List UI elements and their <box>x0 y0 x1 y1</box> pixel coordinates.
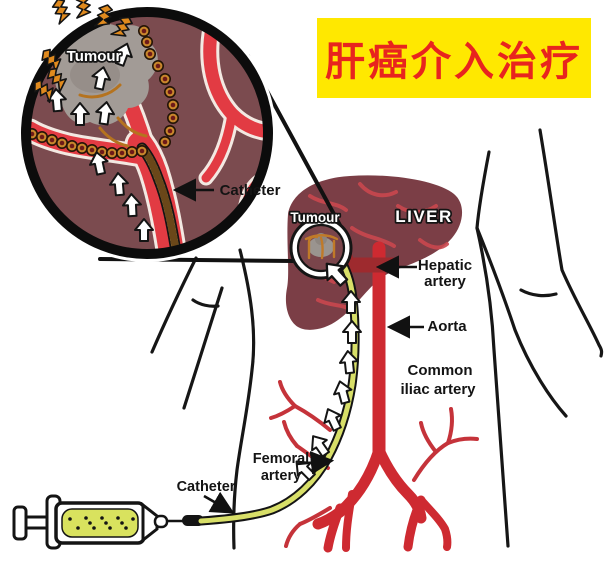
bead-icon <box>159 73 171 85</box>
bead-icon <box>144 47 156 61</box>
bead-icon <box>45 134 59 146</box>
femoral-artery-label-line2: artery <box>261 468 301 484</box>
bead-icon <box>152 59 164 72</box>
bead-icon <box>35 131 49 143</box>
common-iliac-label-line1: Common <box>408 362 473 379</box>
inset-tumour-label: Tumour <box>67 48 122 65</box>
bead-icon <box>136 145 148 157</box>
tumour-feeder-vessels <box>304 234 339 260</box>
femoral-artery-arrow <box>296 451 335 475</box>
bead-icon <box>116 147 128 159</box>
inset-catheter-label: Catheter <box>220 182 281 199</box>
bead-icon <box>55 137 68 149</box>
syringe-fluid <box>61 508 139 538</box>
common-iliac-label-line2: iliac artery <box>400 381 476 398</box>
tumour-marker-circle <box>289 216 353 280</box>
femoral-artery-label-line1: Femoral <box>253 451 309 467</box>
bead-icon <box>138 24 150 38</box>
syringe <box>12 494 204 550</box>
tumour-label: Tumour <box>290 210 340 225</box>
magnified-inset <box>18 0 276 262</box>
bead-icon <box>66 140 78 152</box>
bead-icon <box>106 147 118 159</box>
bead-icon <box>159 136 171 148</box>
catheter-label: Catheter <box>177 479 236 495</box>
liver-label: LIVER <box>395 207 453 226</box>
title-banner: 肝癌介入治疗 <box>317 18 591 98</box>
lightning-icon <box>74 0 93 20</box>
bead-icon <box>141 35 153 49</box>
aorta-label: Aorta <box>427 318 467 335</box>
fluid-dots <box>68 516 135 530</box>
bead-icon <box>164 86 176 98</box>
inset-catheter <box>136 142 183 251</box>
bead-icon <box>167 112 179 124</box>
label-arrows <box>172 178 424 514</box>
bead-icon <box>126 146 138 158</box>
bead-icon <box>164 125 176 137</box>
title-banner-text: 肝癌介入治疗 <box>325 40 583 84</box>
lightning-icon <box>50 0 73 26</box>
inset-ring <box>21 7 273 259</box>
bead-icon <box>76 142 88 154</box>
hepatic-artery-label-line2: artery <box>424 273 466 290</box>
bead-icon <box>167 99 179 111</box>
catheter-arrow <box>203 491 235 514</box>
hepatic-artery-label-line1: Hepatic <box>418 257 472 274</box>
